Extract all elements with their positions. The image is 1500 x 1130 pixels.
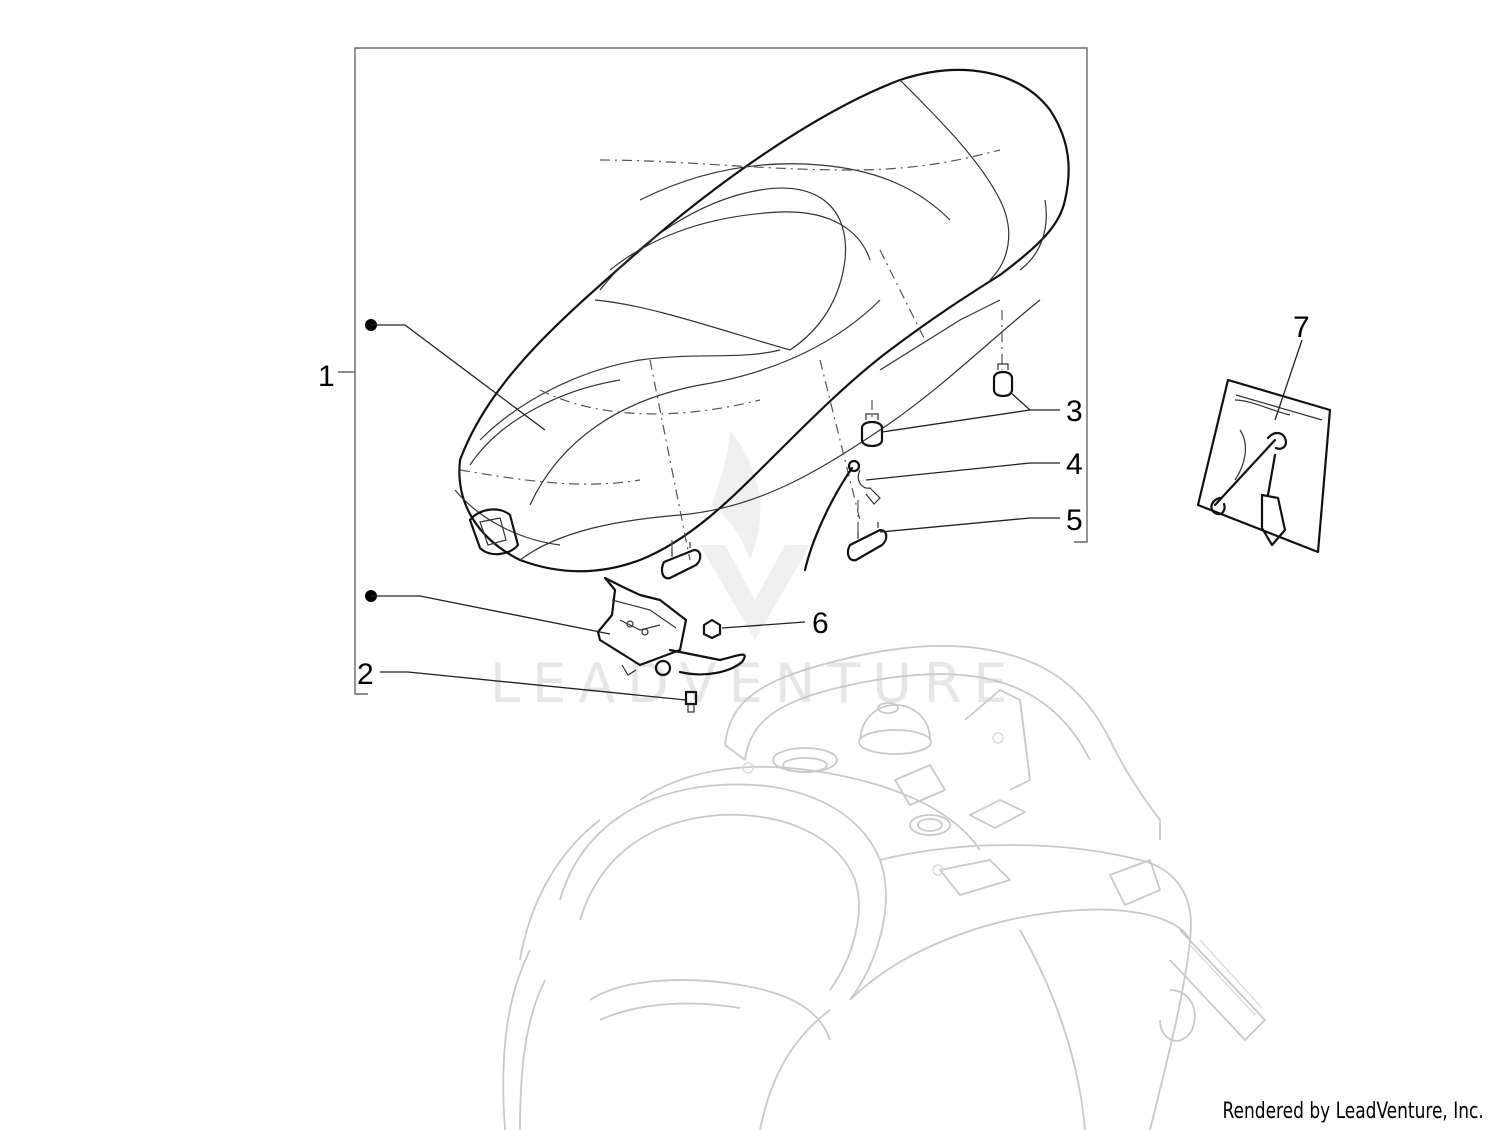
callout-1[interactable]: 1 <box>318 360 335 393</box>
render-credit: Rendered by LeadVenture, Inc. <box>1222 1099 1484 1124</box>
scooter-body-outline <box>502 645 1266 1130</box>
assembly-frame <box>354 47 1088 543</box>
rubber-bumper-2 <box>860 413 884 448</box>
callout-5[interactable]: 5 <box>1066 504 1083 537</box>
assembly-frame-lower <box>354 370 368 695</box>
tool-kit-bag <box>1196 378 1332 554</box>
rubber-pad-2 <box>660 542 702 580</box>
callout-6[interactable]: 6 <box>812 607 829 640</box>
leader-lines <box>371 324 1303 701</box>
seat-release-cable <box>803 459 881 572</box>
callout-3[interactable]: 3 <box>1066 395 1083 428</box>
callout-4[interactable]: 4 <box>1066 448 1083 481</box>
seat-hinge <box>596 576 746 677</box>
callout-2[interactable]: 2 <box>357 658 374 691</box>
rubber-pad-1 <box>846 522 888 562</box>
watermark-text: LEADVENTURE <box>490 652 1019 715</box>
callout-7[interactable]: 7 <box>1293 311 1310 344</box>
watermark: LEADVENTURE <box>490 430 1019 715</box>
nut <box>702 618 722 640</box>
rubber-bumper-1 <box>992 363 1014 398</box>
seat <box>454 68 1070 573</box>
